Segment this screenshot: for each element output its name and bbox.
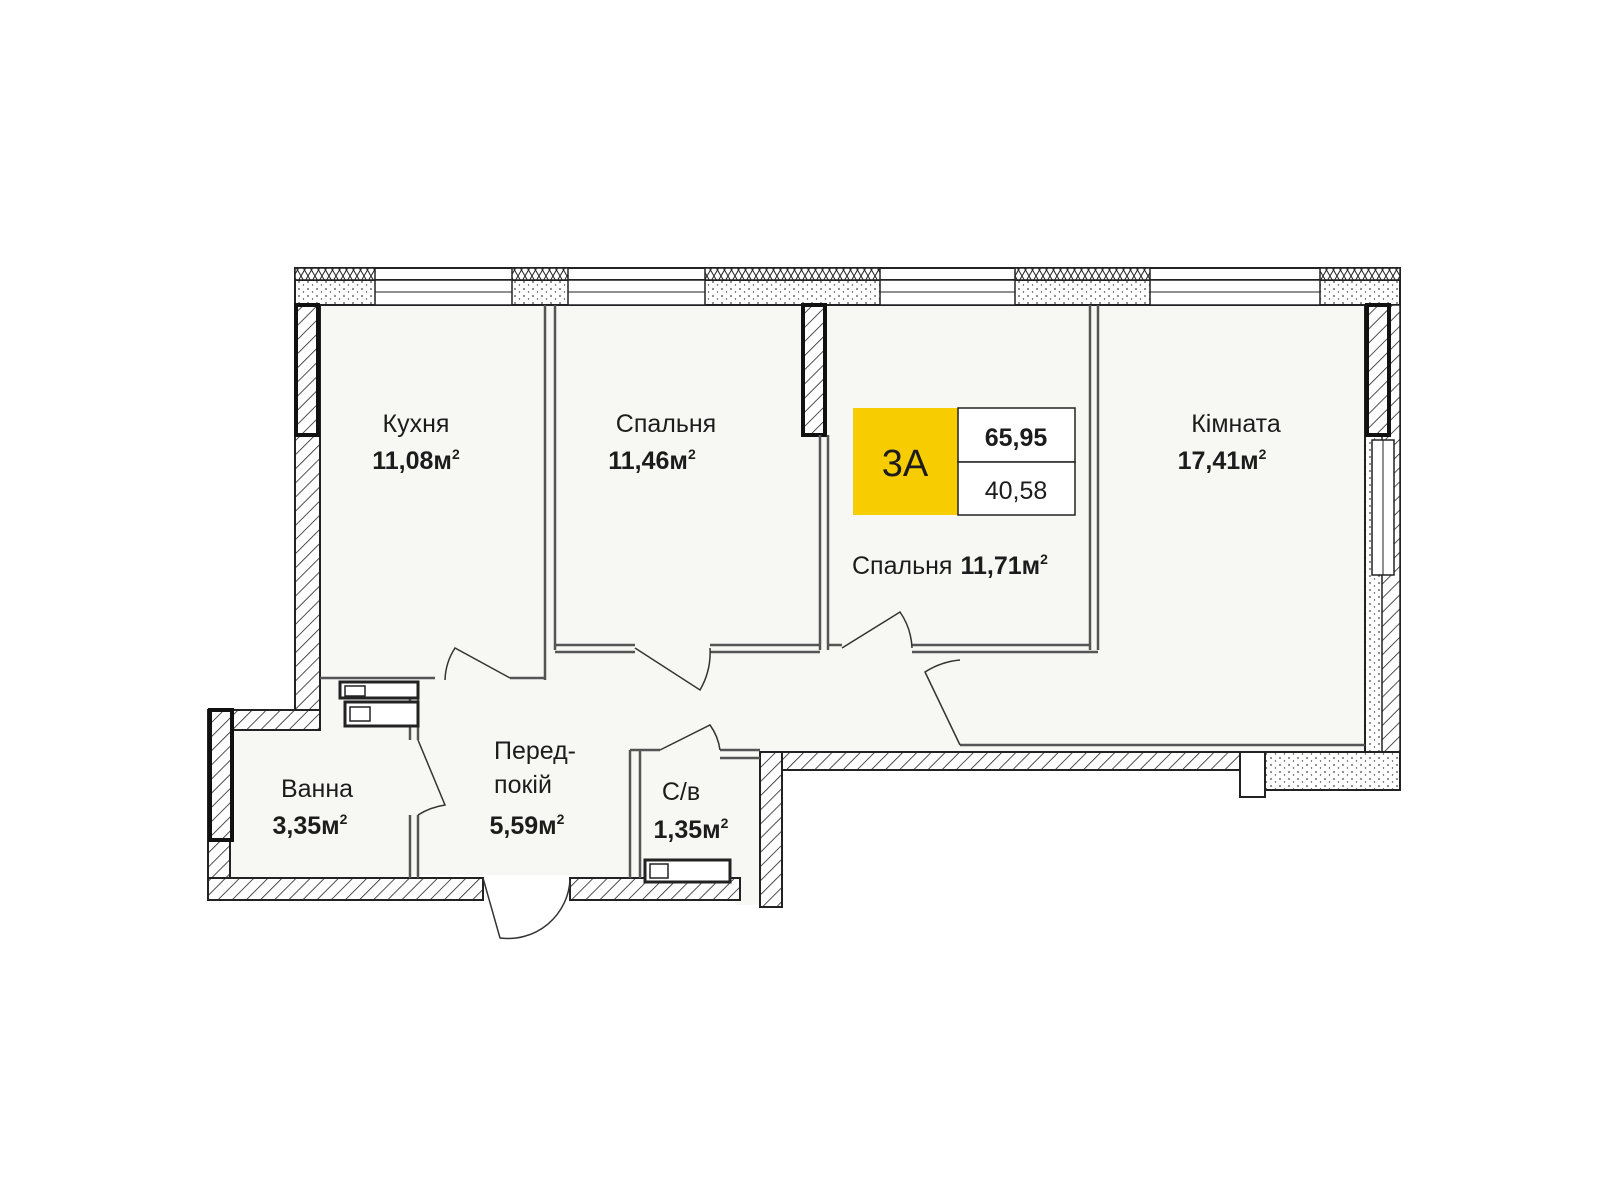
kitchen-area-sup: 2 xyxy=(452,446,460,462)
wc-area-sup: 2 xyxy=(721,815,729,831)
wc-area: 1,35м xyxy=(654,816,721,844)
svg-text:5,59м2: 5,59м2 xyxy=(490,811,565,840)
bedroom2-name: Спальня xyxy=(852,552,952,580)
kitchen-area: 11,08м xyxy=(372,447,452,475)
svg-text:3,35м2: 3,35м2 xyxy=(273,811,348,840)
bedroom1-name: Спальня xyxy=(616,410,716,438)
hall-area: 5,59м xyxy=(490,812,557,840)
bedroom2-area: 11,71м xyxy=(960,552,1040,580)
bedroom1-area-sup: 2 xyxy=(688,446,696,462)
bath-area: 3,35м xyxy=(273,812,340,840)
svg-text:1,35м2: 1,35м2 xyxy=(654,815,729,844)
svg-text:11,46м2: 11,46м2 xyxy=(608,446,696,475)
door-swings xyxy=(417,610,961,940)
columns xyxy=(208,303,1391,842)
room-label-room: Кімната 17,41м2 xyxy=(1178,410,1281,475)
top-windows xyxy=(374,279,1321,306)
room-label-wc: С/в 1,35м2 xyxy=(654,778,729,844)
living-area-value: 40,58 xyxy=(985,477,1048,505)
room-label-bath: Ванна 3,35м2 xyxy=(273,775,354,840)
kitchen-name: Кухня xyxy=(383,410,450,438)
room-label-hall: Перед- покій 5,59м2 xyxy=(490,737,577,840)
apartment-type-code: 3А xyxy=(882,443,929,485)
room-label-bedroom1: Спальня 11,46м2 xyxy=(608,410,716,475)
bedroom1-area: 11,46м xyxy=(608,447,688,475)
badge-type-box xyxy=(853,408,958,515)
hall-name-line2: покій xyxy=(494,771,552,799)
svg-text:17,41м2: 17,41м2 xyxy=(1178,446,1267,475)
bottom-right-wall xyxy=(759,751,1401,908)
hall-name-line1: Перед- xyxy=(494,737,576,765)
apartment-badge: 3А 65,95 40,58 xyxy=(853,407,1076,516)
room-label-kitchen: Кухня 11,08м2 xyxy=(372,410,460,475)
room-area: 17,41м xyxy=(1178,447,1259,475)
shafts xyxy=(338,680,732,884)
room-name: Кімната xyxy=(1191,410,1281,438)
hall-area-sup: 2 xyxy=(557,811,565,827)
bath-area-sup: 2 xyxy=(340,811,348,827)
wc-name: С/в xyxy=(662,778,700,806)
floor-area xyxy=(230,305,1365,905)
room-label-bedroom2: Спальня 11,71м2 xyxy=(852,551,1048,580)
bedroom2-area-sup: 2 xyxy=(1040,551,1048,567)
svg-text:11,08м2: 11,08м2 xyxy=(372,446,460,475)
bath-name: Ванна xyxy=(281,775,353,803)
total-area-value: 65,95 xyxy=(985,424,1048,452)
room-area-sup: 2 xyxy=(1259,446,1267,462)
